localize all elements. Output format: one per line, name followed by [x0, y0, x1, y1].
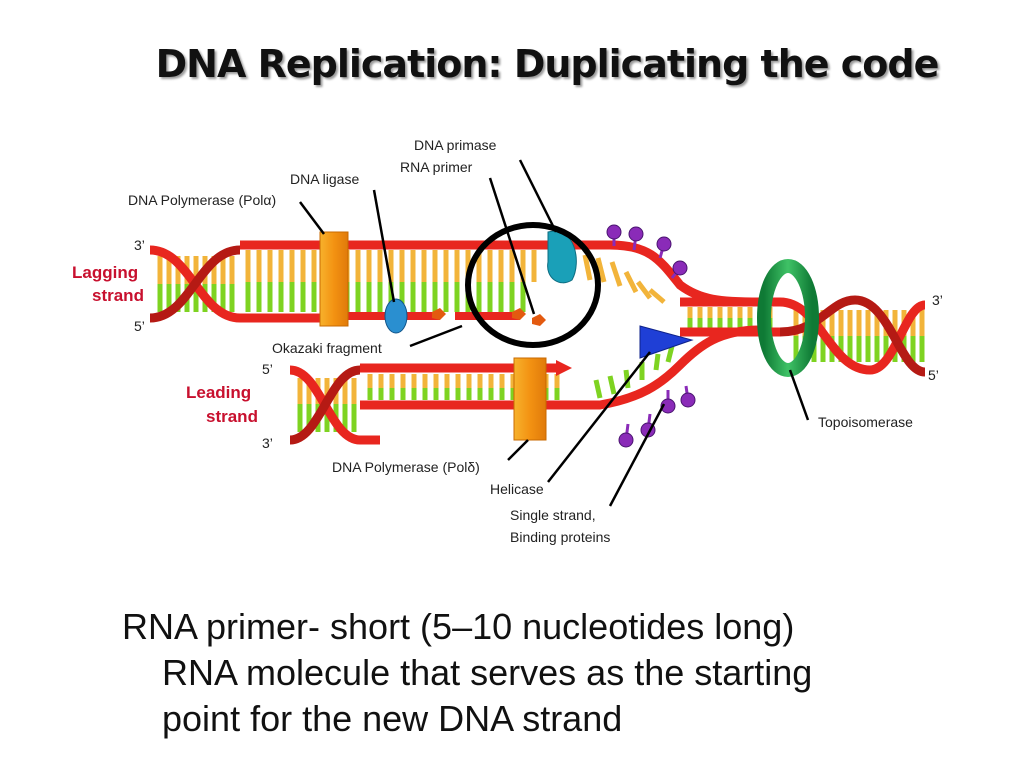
- ssb-protein: [606, 224, 622, 240]
- label-dna-polymerase-alpha: DNA Polymerase (Polα): [128, 192, 276, 208]
- caption-line-1: RNA primer- short (5–10 nucleotides long…: [122, 606, 795, 647]
- base-pair-rung: [653, 353, 661, 371]
- lagging-helix-backbone-b: [149, 245, 241, 323]
- pointer-polymerase-delta: [507, 439, 529, 461]
- leading-helix-backbone-b: [289, 365, 361, 445]
- pointer-rna-primer: [488, 177, 536, 315]
- rna-primer-knob-2: [512, 308, 526, 320]
- label-leading-1: Leading: [186, 383, 251, 402]
- pointer-lines: [299, 159, 810, 507]
- end-leading-bottom: 3’: [262, 435, 273, 451]
- base-pair-rung: [607, 375, 617, 395]
- dna-polymerase-alpha: [319, 231, 349, 327]
- label-okazaki-fragment: Okazaki fragment: [272, 340, 382, 356]
- end-right-top: 3’: [932, 292, 943, 308]
- label-helicase: Helicase: [490, 481, 544, 497]
- base-pair-rung: [595, 257, 607, 283]
- base-pairs: [157, 250, 925, 432]
- helicase: [639, 325, 694, 359]
- base-pair-rung: [665, 345, 675, 363]
- label-leading-2: strand: [206, 407, 258, 426]
- slide-title: DNA Replication: Duplicating the code: [155, 42, 940, 86]
- leading-strand-arrowhead: [556, 360, 572, 376]
- label-lagging-1: Lagging: [72, 263, 138, 282]
- lagging-helix-backbone-a: [149, 245, 340, 323]
- rna-primer-knob-1: [432, 308, 446, 320]
- label-dna-primase: DNA primase: [414, 137, 497, 153]
- highlight-circle: [465, 222, 601, 348]
- pointer-polymerase-alpha: [299, 201, 325, 235]
- end-lagging-bottom: 5’: [134, 318, 145, 334]
- rna-primer-knob-3: [532, 314, 546, 326]
- end-lagging-top: 3’: [134, 237, 145, 253]
- label-rna-primer: RNA primer: [400, 159, 473, 175]
- end-leading-top: 5’: [262, 361, 273, 377]
- base-pair-rung: [636, 280, 652, 300]
- base-pair-rung: [648, 288, 666, 304]
- pointer-primase: [518, 159, 558, 233]
- label-ssb-line2: Binding proteins: [510, 529, 610, 545]
- pointer-ssb: [608, 403, 666, 507]
- pointer-helicase: [547, 351, 651, 483]
- label-dna-polymerase-delta: DNA Polymerase (Polδ): [332, 459, 480, 475]
- single-strand-binding-proteins: [606, 224, 696, 448]
- ssb-protein: [660, 398, 676, 414]
- label-dna-ligase: DNA ligase: [290, 171, 359, 187]
- dna-ligase: [384, 298, 408, 334]
- label-lagging-2: strand: [92, 286, 144, 305]
- dna-replication-diagram: DNA primase RNA primer DNA ligase DNA Po…: [72, 137, 943, 545]
- base-pair-rung: [593, 379, 603, 399]
- pointer-ligase: [372, 189, 396, 303]
- base-pair-rung: [623, 270, 639, 294]
- end-right-bottom: 5’: [928, 367, 939, 383]
- dna-polymerase-delta: [513, 357, 547, 441]
- label-topoisomerase: Topoisomerase: [818, 414, 913, 430]
- ssb-protein: [680, 392, 696, 408]
- base-pair-rung: [609, 261, 623, 287]
- ssb-protein: [618, 432, 634, 448]
- base-pair-rung: [623, 369, 631, 389]
- caption-line-3: point for the new DNA strand: [162, 698, 623, 739]
- ssb-protein: [656, 236, 672, 252]
- topoisomerase: [757, 259, 819, 377]
- pointer-okazaki: [409, 324, 463, 348]
- base-pair-rung: [582, 254, 593, 281]
- caption-line-2: RNA molecule that serves as the starting: [162, 652, 813, 693]
- label-ssb-line1: Single strand,: [510, 507, 596, 523]
- ssb-protein: [628, 226, 644, 242]
- pointer-topo: [788, 369, 810, 421]
- ssb-protein: [672, 260, 688, 276]
- slide-caption: RNA primer- short (5–10 nucleotides long…: [122, 604, 962, 742]
